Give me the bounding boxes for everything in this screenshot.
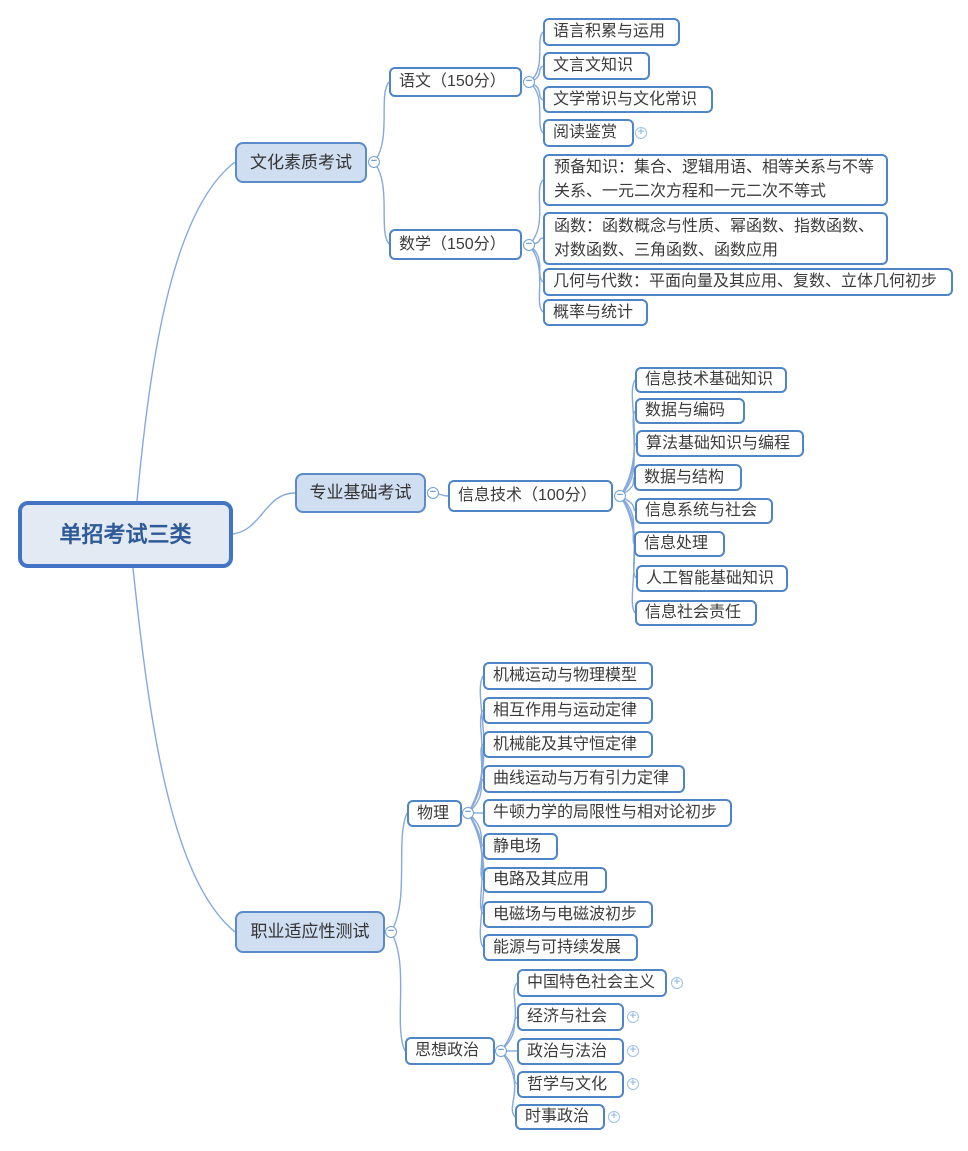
topic-node[interactable]: 阅读鉴赏 — [543, 119, 634, 147]
subject-math[interactable]: 数学（150分） — [389, 229, 522, 260]
connector-line — [619, 442, 637, 497]
subject-physics[interactable]: 物理 — [407, 800, 462, 827]
topic-node[interactable]: 中国特色社会主义 — [517, 969, 667, 997]
expand-icon[interactable]: + — [671, 977, 683, 989]
expand-icon[interactable]: + — [608, 1111, 620, 1123]
subject-chinese[interactable]: 语文（150分） — [389, 67, 522, 97]
topic-node[interactable]: 数据与编码 — [635, 398, 745, 424]
topic-node[interactable]: 几何与代数：平面向量及其应用、复数、立体几何初步 — [543, 268, 953, 296]
topic-node[interactable]: 概率与统计 — [543, 299, 648, 326]
connector-line — [467, 743, 484, 814]
branch-culture-quality-exam[interactable]: 文化素质考试 — [235, 142, 367, 183]
topic-node[interactable]: 函数：函数概念与性质、幂函数、指数函数、对数函数、三角函数、函数应用 — [543, 212, 888, 265]
topic-node[interactable]: 信息系统与社会 — [635, 498, 773, 524]
topic-node[interactable]: 能源与可持续发展 — [483, 934, 638, 961]
topic-node[interactable]: 经济与社会 — [517, 1003, 624, 1031]
connector-line — [373, 81, 390, 163]
topic-node[interactable]: 预备知识：集合、逻辑用语、相等关系与不等关系、一元二次方程和一元二次不等式 — [543, 154, 888, 206]
branch-professional-basic-exam[interactable]: 专业基础考试 — [295, 473, 426, 513]
collapse-icon[interactable]: − — [368, 156, 380, 168]
topic-node[interactable]: 电路及其应用 — [483, 867, 607, 893]
connector-line — [390, 931, 406, 1052]
collapse-icon[interactable]: − — [523, 76, 535, 88]
topic-node[interactable]: 静电场 — [483, 833, 558, 860]
topic-node[interactable]: 信息社会责任 — [635, 600, 757, 626]
topic-node[interactable]: 哲学与文化 — [517, 1071, 624, 1098]
branch-vocational-aptitude-test[interactable]: 职业适应性测试 — [235, 911, 385, 953]
collapse-icon[interactable]: − — [614, 490, 626, 502]
expand-icon[interactable]: + — [635, 127, 647, 139]
connector-line — [619, 495, 636, 614]
topic-node[interactable]: 政治与法治 — [517, 1038, 624, 1065]
collapse-icon[interactable]: − — [462, 807, 474, 819]
topic-node[interactable]: 文学常识与文化常识 — [543, 86, 713, 113]
connector-line — [390, 812, 408, 933]
topic-node[interactable]: 机械运动与物理模型 — [483, 662, 653, 690]
connector-line — [373, 161, 390, 245]
connector-line — [136, 161, 236, 502]
collapse-icon[interactable]: − — [385, 926, 397, 938]
topic-node[interactable]: 电磁场与电磁波初步 — [483, 901, 653, 928]
connector-line — [467, 709, 484, 814]
expand-icon[interactable]: + — [627, 1045, 639, 1057]
topic-node[interactable]: 人工智能基础知识 — [636, 565, 788, 592]
topic-node[interactable]: 牛顿力学的局限性与相对论初步 — [483, 799, 732, 827]
connector-line — [500, 1050, 518, 1085]
topic-node[interactable]: 曲线运动与万有引力定律 — [483, 765, 685, 793]
collapse-icon[interactable]: − — [523, 239, 535, 251]
topic-node[interactable]: 数据与结构 — [634, 464, 742, 491]
connector-line — [528, 244, 544, 313]
connector-line — [500, 982, 518, 1052]
connector-line — [500, 1050, 516, 1118]
topic-node[interactable]: 信息处理 — [634, 531, 725, 557]
collapse-icon[interactable]: − — [495, 1045, 507, 1057]
connector-line — [467, 812, 485, 948]
topic-node[interactable]: 机械能及其守恒定律 — [483, 731, 653, 758]
topic-node[interactable]: 相互作用与运动定律 — [483, 697, 653, 724]
connector-line — [619, 379, 636, 497]
topic-node[interactable]: 文言文知识 — [543, 52, 650, 80]
topic-node[interactable]: 语言积累与运用 — [543, 18, 680, 46]
connector-line — [232, 492, 296, 535]
connector-line — [528, 179, 544, 246]
expand-icon[interactable]: + — [627, 1078, 639, 1090]
connector-line — [528, 81, 544, 134]
expand-icon[interactable]: + — [627, 1011, 639, 1023]
topic-node[interactable]: 时事政治 — [515, 1104, 605, 1130]
topic-node[interactable]: 信息技术基础知识 — [635, 367, 787, 393]
subject-politics[interactable]: 思想政治 — [405, 1037, 495, 1065]
topic-node[interactable]: 算法基础知识与编程 — [636, 430, 804, 457]
collapse-icon[interactable]: − — [427, 487, 439, 499]
connector-line — [132, 567, 236, 933]
root-node[interactable]: 单招考试三类 — [18, 501, 233, 568]
subject-information-technology[interactable]: 信息技术（100分） — [448, 480, 613, 512]
